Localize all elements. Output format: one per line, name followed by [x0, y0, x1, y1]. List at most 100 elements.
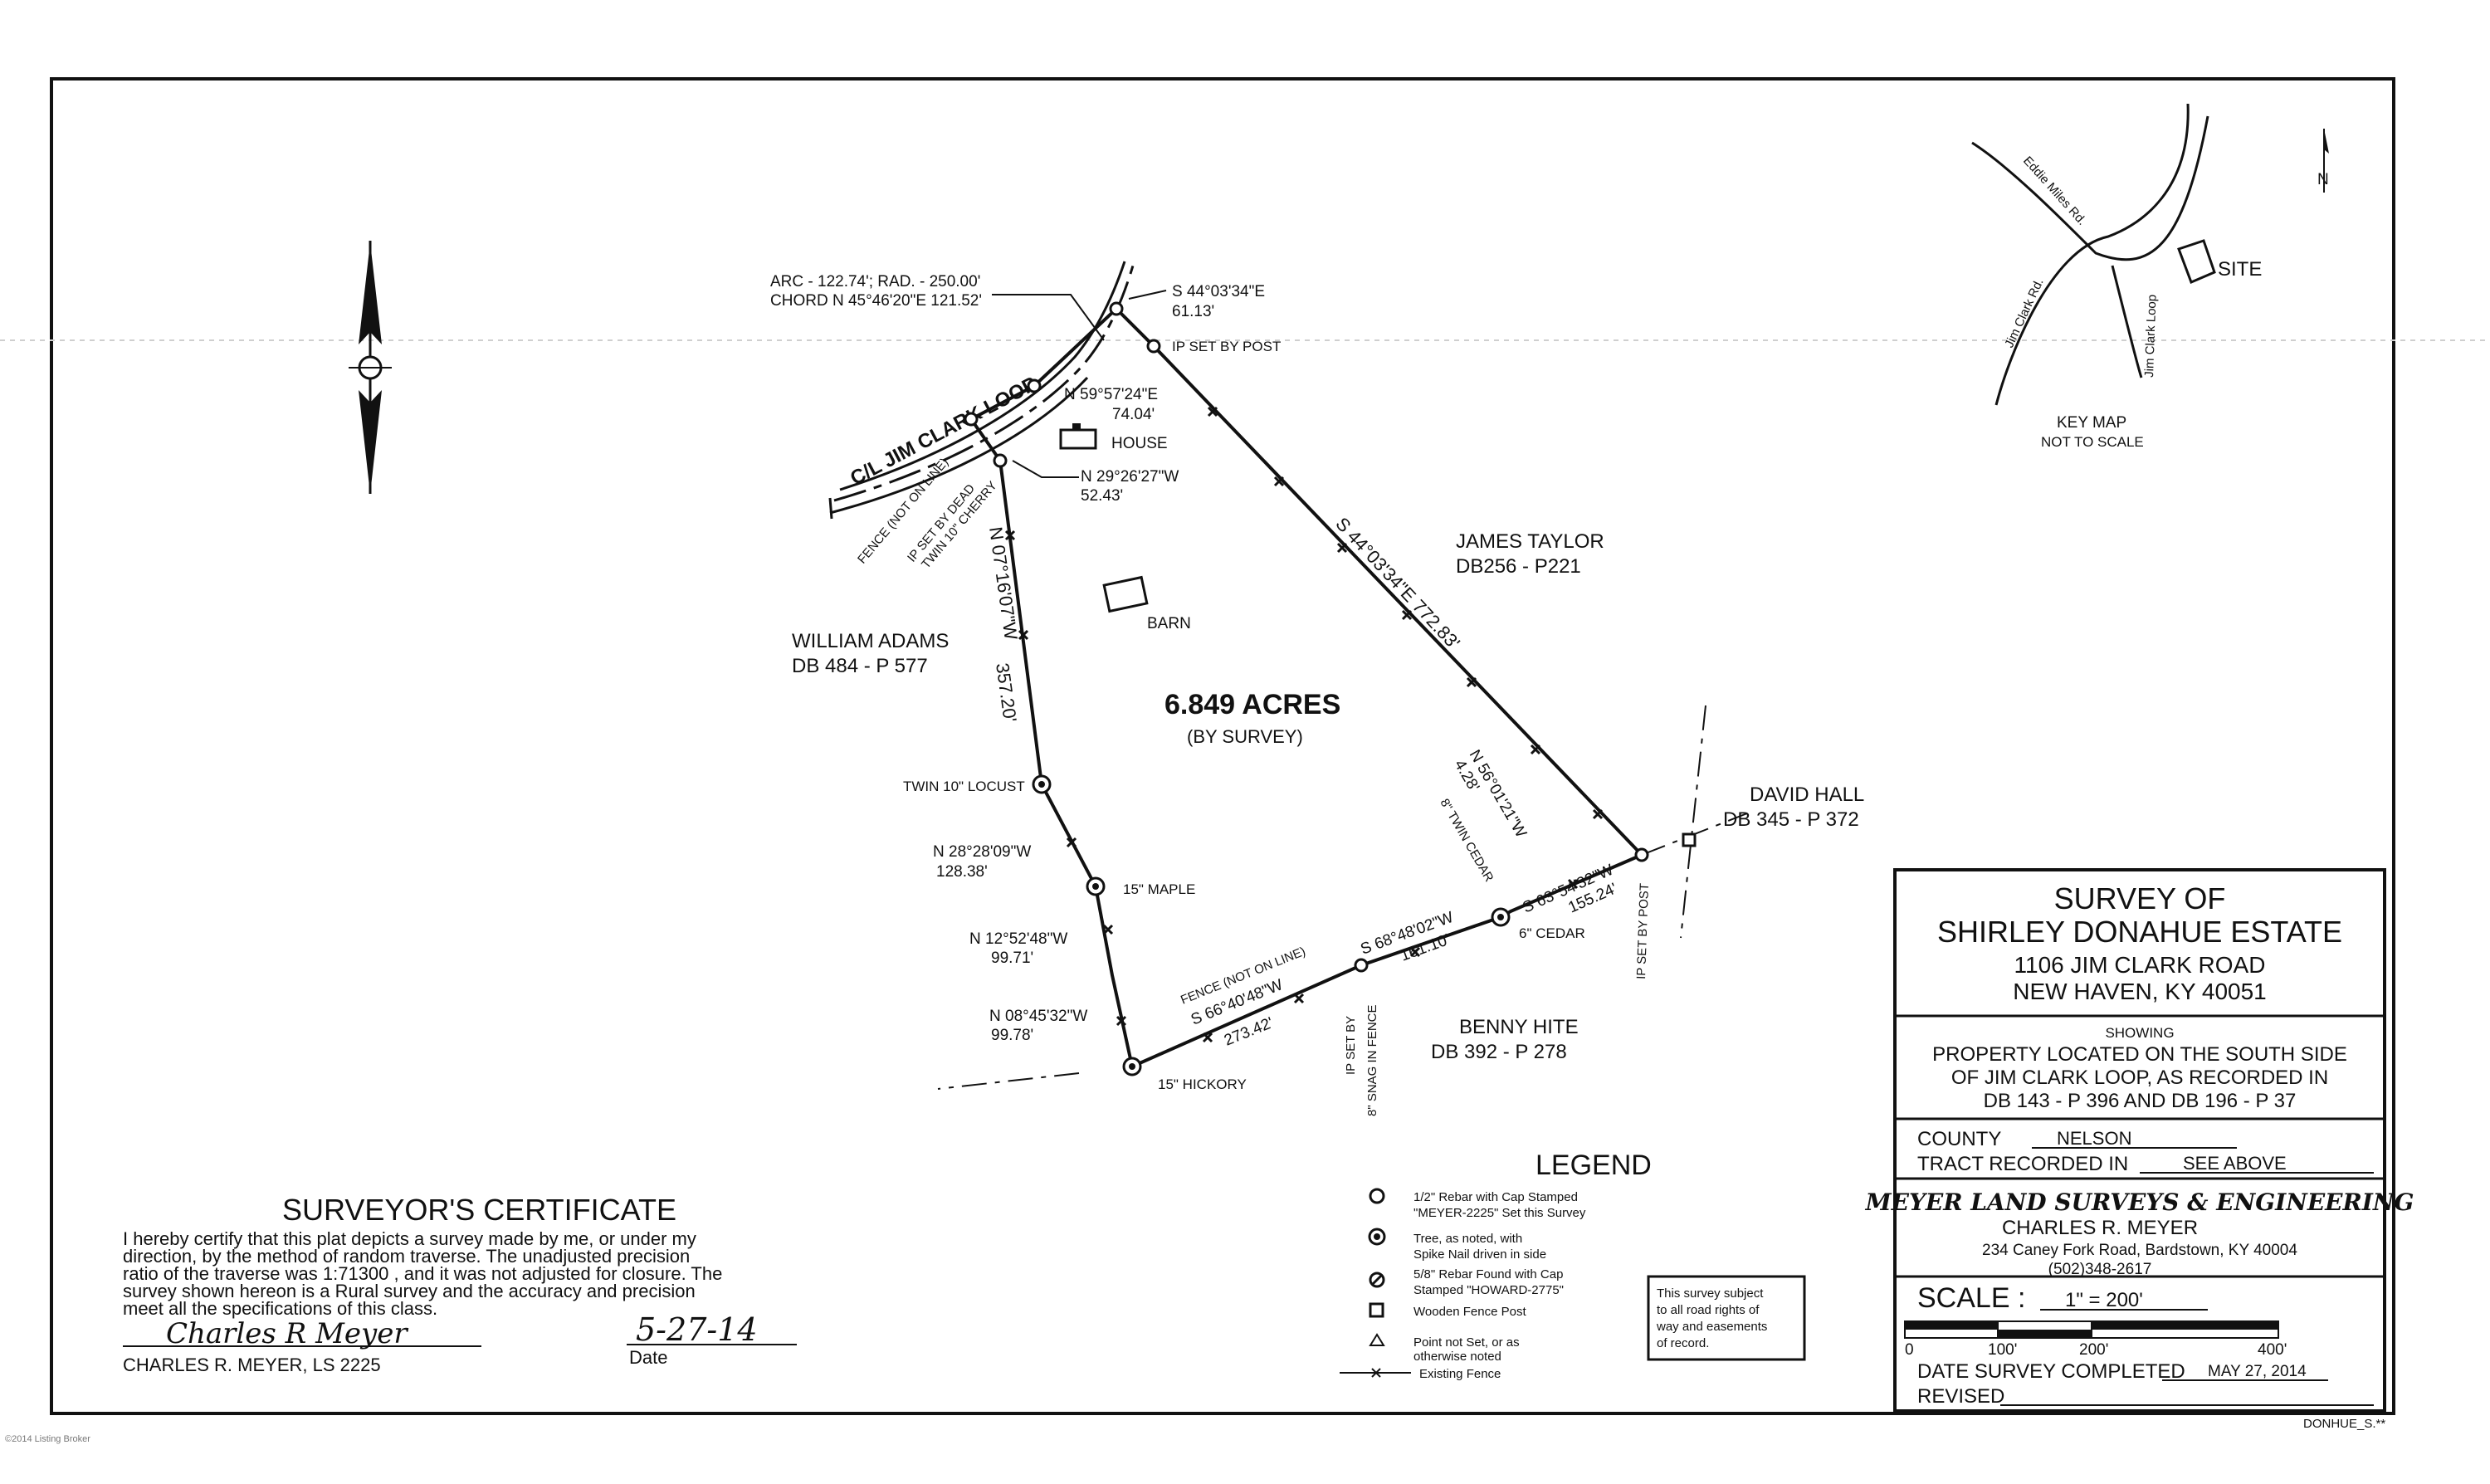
key-map-site: SITE — [2218, 258, 2262, 281]
barn-icon — [1102, 575, 1149, 613]
tree-icon — [1368, 1228, 1386, 1246]
call-n56: N 56°01'21"W — [1466, 747, 1530, 841]
scale-value: 1" = 200' — [2065, 1289, 2143, 1311]
acreage: 6.849 ACRES — [1164, 689, 1340, 720]
hickory-label: 15" HICKORY — [1158, 1076, 1247, 1092]
legend-item-2-line2: Spike Nail driven in side — [1413, 1247, 1546, 1262]
legend-item-4-line1: Wooden Fence Post — [1413, 1305, 1526, 1319]
fence-icon — [1340, 1368, 1411, 1378]
tract-value: SEE ABOVE — [2183, 1153, 2287, 1174]
adjoiner-hall-deed: DB 345 - P 372 — [1723, 808, 1859, 831]
scale-tick-200: 200' — [2079, 1341, 2108, 1359]
top-call-bearing: S 44°03'34"E — [1172, 283, 1265, 300]
adjoiner-adams-name: WILLIAM ADAMS — [792, 630, 949, 652]
rebar-found-icon — [1369, 1272, 1385, 1288]
key-map-subtitle: NOT TO SCALE — [2041, 434, 2144, 450]
certificate-line-2: direction, by the method of random trave… — [123, 1246, 690, 1267]
title-survey-of: SURVEY OF — [2054, 881, 2226, 915]
call-n08: N 08°45'32"W — [989, 1008, 1087, 1025]
firm-phone: (502)348-2617 — [2048, 1261, 2152, 1278]
certificate-date-label: Date — [629, 1347, 667, 1368]
title-estate: SHIRLEY DONAHUE ESTATE — [1937, 915, 2342, 949]
call-n59-dist: 74.04' — [1112, 406, 1155, 423]
surveyors-certificate: SURVEYOR'S CERTIFICATE I hereby certify … — [123, 1193, 797, 1375]
certificate-line-4: survey shown hereon is a Rural survey an… — [123, 1281, 696, 1301]
acreage-note: (BY SURVEY) — [1187, 726, 1303, 747]
road-note-2: to all road rights of — [1657, 1303, 1760, 1317]
house-label: HOUSE — [1111, 435, 1168, 452]
circle-icon — [1369, 1188, 1385, 1204]
adjoiner-taylor-deed: DB256 - P221 — [1456, 555, 1581, 578]
legend-item-5-line1: Point not Set, or as — [1413, 1335, 1520, 1350]
snag-in-fence: 8" SNAG IN FENCE — [1365, 1004, 1379, 1116]
scale-label: SCALE : — [1917, 1282, 2025, 1314]
call-n08-dist: 99.78' — [991, 1027, 1033, 1044]
legend-item-1-line1: 1/2" Rebar with Cap Stamped — [1413, 1190, 1578, 1204]
title-showing: SHOWING — [2105, 1025, 2174, 1041]
twin-cedar-label: 8" TWIN CEDAR — [1438, 797, 1496, 885]
legend: LEGEND 1/2" Rebar with Cap Stamped "MEYE… — [1340, 1150, 1806, 1381]
ip-set-by-post-se: IP SET BY POST — [1634, 883, 1652, 979]
certificate-line-5: meet all the specifications of this clas… — [123, 1298, 437, 1319]
date-completed-label: DATE SURVEY COMPLETED — [1917, 1360, 2185, 1383]
firm-name: MEYER LAND SURVEYS & ENGINEERING — [1865, 1189, 2414, 1216]
legend-item-3-line2: Stamped "HOWARD-2775" — [1413, 1283, 1564, 1297]
east-line-bearing: S 44°03'34"E 772.83' — [1331, 513, 1464, 653]
legend-item-5-line2: otherwise noted — [1413, 1350, 1501, 1364]
title-address-1: 1106 JIM CLARK ROAD — [2014, 952, 2266, 978]
graphic-scale-bar — [1904, 1320, 2279, 1339]
county-value: NELSON — [2057, 1128, 2131, 1149]
call-n59: N 59°57'24"E — [1064, 386, 1158, 403]
adjoiner-hite-deed: DB 392 - P 278 — [1431, 1041, 1567, 1063]
triangle-icon — [1369, 1333, 1385, 1346]
call-n28-dist: 128.38' — [936, 863, 988, 881]
scale-tick-400: 400' — [2258, 1341, 2287, 1359]
title-address-2: NEW HAVEN, KY 40051 — [2013, 979, 2267, 1004]
north-arrow-icon — [349, 241, 392, 494]
certificate-line-1: I hereby certify that this plat depicts … — [123, 1228, 696, 1249]
surveyor-signature: Charles R Meyer — [166, 1317, 408, 1350]
legend-item-2-line1: Tree, as noted, with — [1413, 1232, 1522, 1246]
tract-label: TRACT RECORDED IN — [1917, 1153, 2128, 1175]
adjoiner-adams-deed: DB 484 - P 577 — [792, 655, 928, 677]
road-note-4: of record. — [1657, 1336, 1709, 1350]
firm-surveyor: CHARLES R. MEYER — [2002, 1217, 2198, 1239]
title-desc-3: DB 143 - P 396 AND DB 196 - P 37 — [1984, 1090, 2297, 1112]
key-map-north: N — [2317, 171, 2329, 188]
arc-call-1: ARC - 122.74'; RAD. - 250.00' — [770, 273, 980, 290]
footer-filename: DONHUE_S.** — [2303, 1417, 2385, 1431]
key-map-title: KEY MAP — [2057, 414, 2126, 432]
call-n29: N 29°26'27"W — [1081, 468, 1179, 486]
property-boundary — [937, 301, 1748, 1090]
firm-address: 234 Caney Fork Road, Bardstown, KY 40004 — [1982, 1242, 2297, 1259]
road-note-3: way and easements — [1656, 1320, 1767, 1334]
certificate-title: SURVEYOR'S CERTIFICATE — [282, 1193, 676, 1227]
key-map-road-jim-clark-loop: Jim Clark Loop — [2142, 295, 2159, 378]
call-n28: N 28°28'09"W — [933, 843, 1031, 861]
sheet-border — [50, 77, 2395, 1415]
house-icon — [1059, 423, 1097, 450]
scale-tick-100: 100' — [1988, 1341, 2017, 1359]
maple-label: 15" MAPLE — [1123, 881, 1195, 897]
ip-set-by-snag: IP SET BY — [1344, 1016, 1358, 1075]
revised-label: REVISED — [1917, 1385, 2004, 1408]
call-n12: N 12°52'48"W — [969, 930, 1067, 948]
barn-label: BARN — [1147, 615, 1191, 632]
title-block: SURVEY OF SHIRLEY DONAHUE ESTATE 1106 JI… — [1865, 868, 2414, 1413]
arc-call-2: CHORD N 45°46'20"E 121.52' — [770, 292, 982, 310]
adjoiner-taylor-name: JAMES TAYLOR — [1456, 530, 1604, 553]
call-s66-dist: 273.42' — [1222, 1014, 1276, 1050]
county-label: COUNTY — [1917, 1128, 2001, 1150]
twin-locust-label: TWIN 10" LOCUST — [903, 779, 1025, 794]
six-cedar-label: 6" CEDAR — [1519, 925, 1585, 941]
top-call-distance: 61.13' — [1172, 303, 1214, 320]
key-map: N Eddie Miles Rd. Jim Clark Rd. Jim Clar… — [1971, 103, 2329, 450]
date-completed-value: MAY 27, 2014 — [2208, 1363, 2307, 1380]
ip-set-by-post-top: IP SET BY POST — [1172, 339, 1281, 354]
certificate-date-value: 5-27-14 — [636, 1311, 758, 1348]
west-line-distance: 357.20' — [992, 661, 1021, 723]
legend-item-1-line2: "MEYER-2225" Set this Survey — [1413, 1206, 1586, 1220]
adjoiner-hite-name: BENNY HITE — [1459, 1016, 1579, 1038]
road-note-1: This survey subject — [1657, 1286, 1764, 1301]
